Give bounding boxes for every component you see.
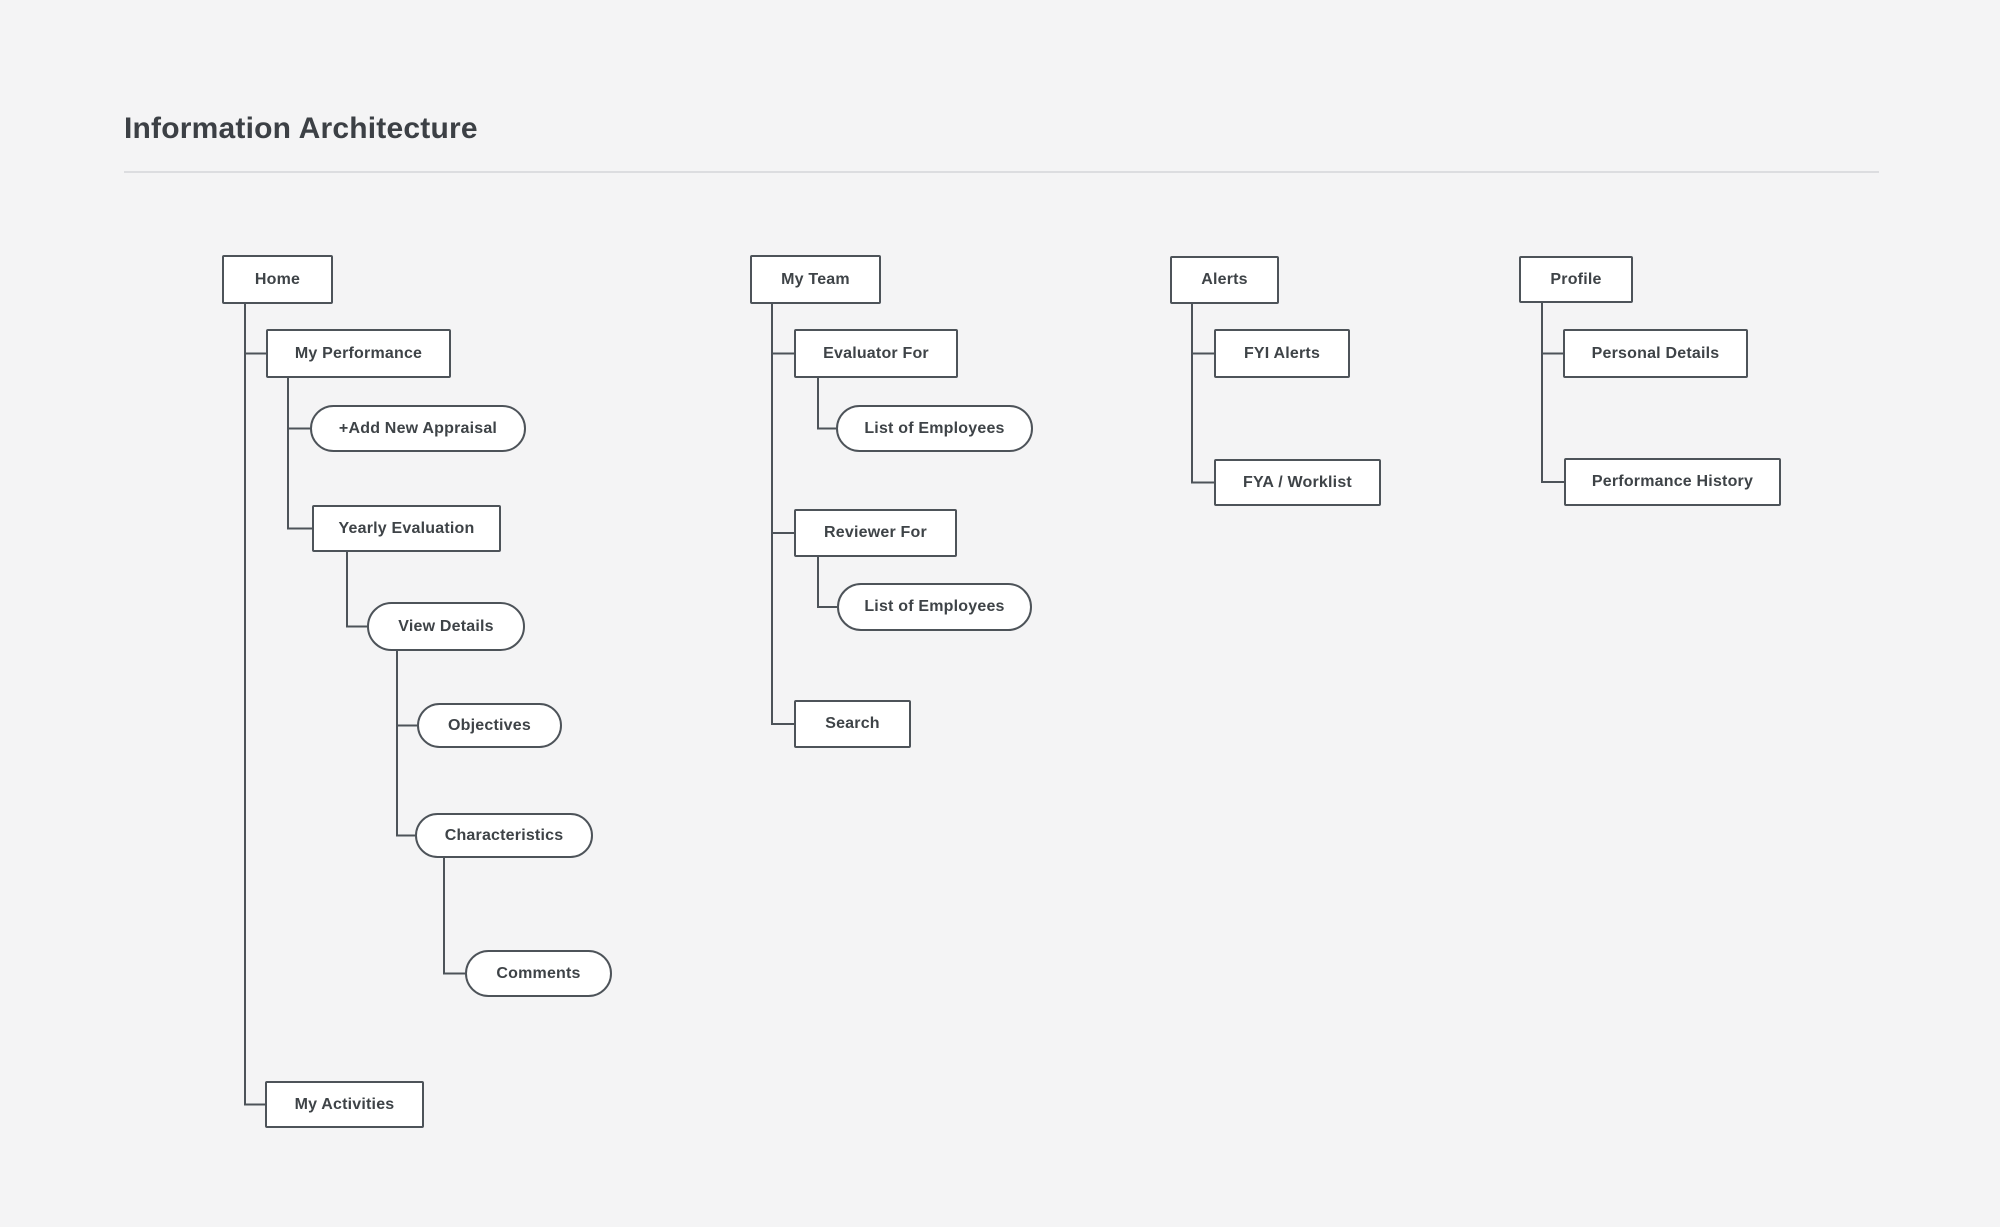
- edge-my-team--evaluator-for: [771, 304, 794, 355]
- node-search-label: Search: [825, 715, 880, 732]
- node-list-of-employees-1-label: List of Employees: [864, 419, 1005, 437]
- edge-my-performance--yearly-evaluation: [287, 378, 312, 530]
- node-performance-history-label: Performance History: [1591, 473, 1754, 490]
- node-list-of-employees-1: List of Employees: [836, 405, 1033, 452]
- node-home-label: Home: [254, 270, 301, 288]
- node-objectives-label: Objectives: [448, 716, 531, 734]
- node-reviewer-for-label: Reviewer For: [824, 524, 927, 541]
- node-my-activities: My Activities: [265, 1081, 424, 1128]
- node-fya-worklist: FYA / Worklist: [1214, 459, 1381, 506]
- node-my-team: My Team: [750, 255, 881, 304]
- node-fyi-alerts: FYI Alerts: [1214, 329, 1350, 378]
- edge-profile--personal-details: [1541, 303, 1563, 355]
- edge-my-team--search: [771, 304, 794, 725]
- node-alerts: Alerts: [1170, 256, 1279, 304]
- node-profile-label: Profile: [1550, 270, 1602, 288]
- node-comments: Comments: [465, 950, 612, 997]
- node-my-team-label: My Team: [781, 270, 850, 288]
- node-my-activities-label: My Activities: [294, 1095, 395, 1113]
- node-fya-worklist-label: FYA / Worklist: [1243, 473, 1352, 491]
- node-personal-details-label: Personal Details: [1591, 344, 1720, 362]
- title-divider: [124, 171, 1879, 173]
- edge-yearly-evaluation--view-details: [346, 552, 367, 628]
- node-objectives: Objectives: [417, 703, 562, 748]
- edge-view-details--objectives: [396, 651, 417, 727]
- node-list-of-employees-2-label: List of Employees: [864, 598, 1005, 615]
- node-profile: Profile: [1519, 256, 1633, 303]
- node-list-of-employees-2: List of Employees: [837, 583, 1032, 631]
- edge-view-details--characteristics: [396, 651, 415, 837]
- page-title: Information Architecture: [124, 112, 478, 145]
- edge-home--my-activities: [244, 304, 265, 1106]
- node-comments-label: Comments: [496, 964, 581, 982]
- edge-home--my-performance: [244, 304, 266, 355]
- edge-characteristics--comments: [443, 858, 465, 975]
- edge-evaluator-for--list-of-employees-1: [817, 378, 836, 430]
- node-yearly-evaluation-label: Yearly Evaluation: [338, 519, 475, 537]
- node-performance-history: Performance History: [1564, 458, 1781, 506]
- node-fyi-alerts-label: FYI Alerts: [1243, 344, 1321, 362]
- node-view-details-label: View Details: [398, 617, 494, 635]
- node-characteristics-label: Characteristics: [444, 826, 564, 844]
- edge-my-performance--add-new-appraisal: [287, 378, 310, 430]
- node-evaluator-for: Evaluator For: [794, 329, 958, 378]
- edge-reviewer-for--list-of-employees-2: [817, 557, 837, 608]
- edge-profile--performance-history: [1541, 303, 1564, 483]
- edge-alerts--fyi-alerts: [1191, 304, 1214, 355]
- node-add-new-appraisal: +Add New Appraisal: [310, 405, 526, 452]
- node-my-performance-label: My Performance: [294, 344, 423, 362]
- node-personal-details: Personal Details: [1563, 329, 1748, 378]
- node-evaluator-for-label: Evaluator For: [823, 344, 929, 362]
- node-alerts-label: Alerts: [1201, 271, 1248, 288]
- node-characteristics: Characteristics: [415, 813, 593, 858]
- node-add-new-appraisal-label: +Add New Appraisal: [338, 419, 498, 437]
- node-my-performance: My Performance: [266, 329, 451, 378]
- node-search: Search: [794, 700, 911, 748]
- node-home: Home: [222, 255, 333, 304]
- node-yearly-evaluation: Yearly Evaluation: [312, 505, 501, 552]
- node-reviewer-for: Reviewer For: [794, 509, 957, 557]
- edge-alerts--fya-worklist: [1191, 304, 1214, 484]
- edge-my-team--reviewer-for: [771, 304, 794, 534]
- node-view-details: View Details: [367, 602, 525, 651]
